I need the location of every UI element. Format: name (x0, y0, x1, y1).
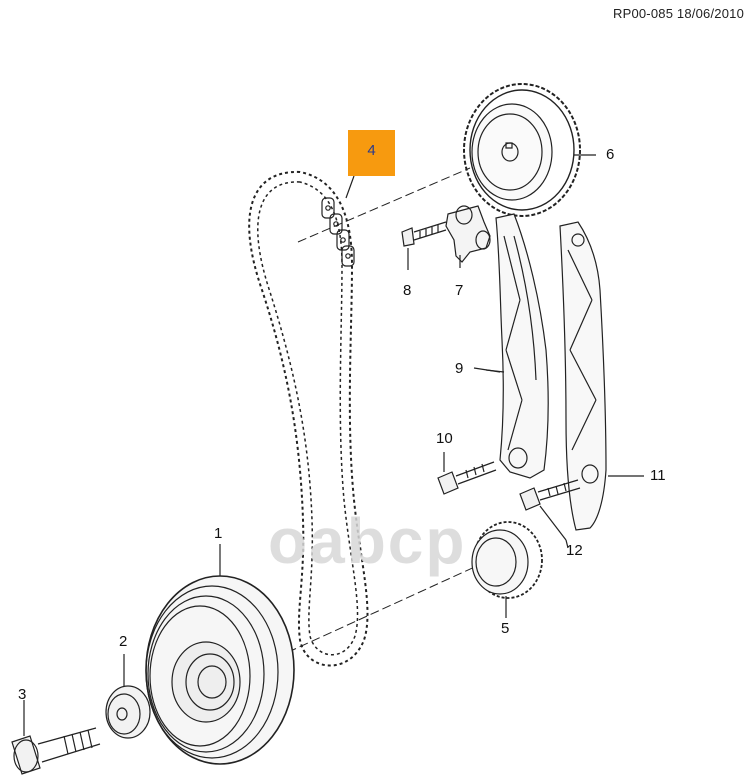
callout-2: 2 (119, 633, 128, 650)
highlighted-part-marker[interactable]: 4 (348, 130, 395, 176)
crankshaft-pulley (145, 544, 295, 765)
callout-leaders (345, 154, 596, 549)
crankshaft-bolt (11, 700, 101, 775)
callout-9: 9 (455, 360, 464, 377)
crankshaft-sprocket (471, 521, 543, 618)
callout-8: 8 (403, 282, 412, 299)
callout-3: 3 (18, 686, 27, 703)
callout-5: 5 (501, 620, 510, 637)
chain-tensioner (445, 205, 491, 268)
callout-12: 12 (566, 542, 583, 559)
tensioner-guide-rail (485, 213, 549, 479)
bolt-10 (437, 452, 497, 495)
callout-6: 6 (606, 146, 615, 163)
timing-chain (248, 170, 369, 667)
watermark: oabcp (268, 505, 467, 577)
callout-11: 11 (650, 467, 666, 484)
drawing-reference: RP00-085 18/06/2010 (612, 6, 744, 21)
highlighted-part-label: 4 (367, 142, 376, 159)
callout-10: 10 (436, 430, 453, 447)
fixed-guide-rail (559, 221, 644, 531)
callout-1: 1 (214, 525, 223, 542)
camshaft-sprocket (463, 83, 581, 217)
washer (105, 654, 151, 739)
bolt-12 (519, 479, 581, 541)
callout-7: 7 (455, 282, 464, 299)
bolt-8 (401, 221, 447, 270)
